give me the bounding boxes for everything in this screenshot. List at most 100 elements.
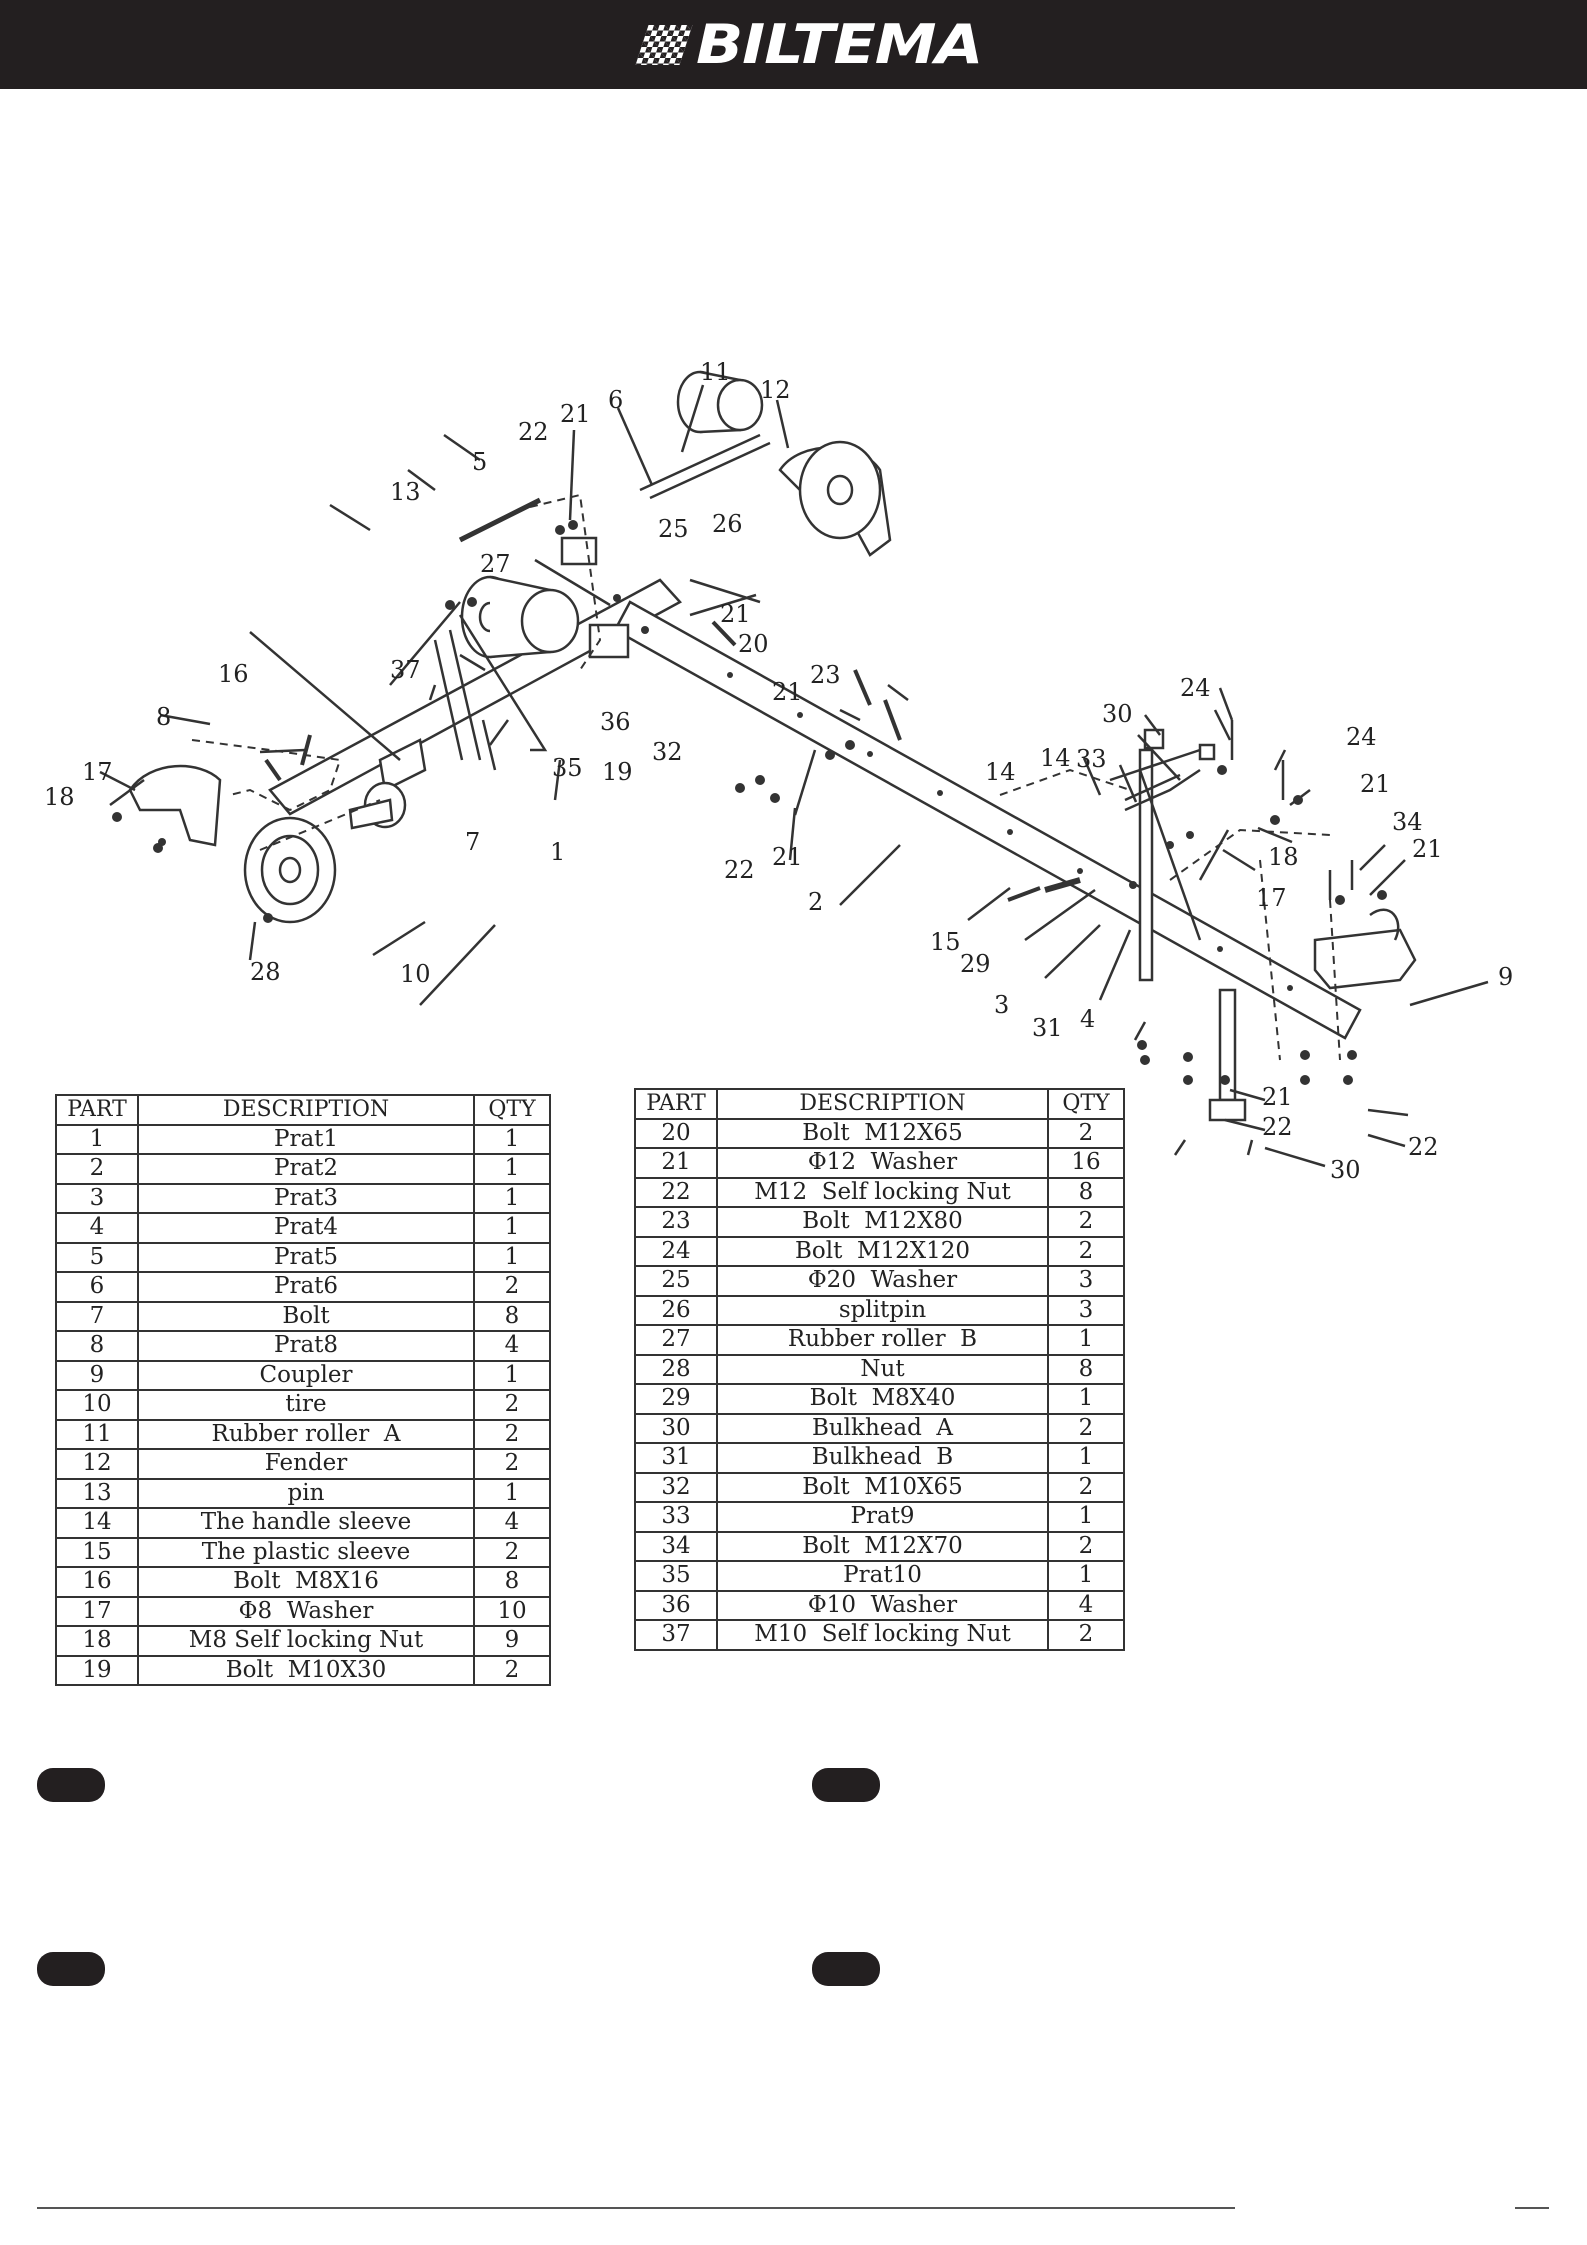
brand-name: BILTEMA bbox=[696, 13, 983, 76]
callout-21g: 21 bbox=[1262, 1083, 1293, 1111]
cell-part: 11 bbox=[55, 1418, 139, 1450]
callout-16: 16 bbox=[218, 660, 249, 688]
footer-rule bbox=[37, 2207, 1235, 2209]
cell-qty: 16 bbox=[1047, 1147, 1125, 1179]
cell-qty: 1 bbox=[473, 1212, 551, 1244]
callout-3: 3 bbox=[994, 991, 1009, 1019]
cell-qty: 1 bbox=[473, 1359, 551, 1391]
cell-description: Prat5 bbox=[137, 1241, 475, 1273]
cell-qty: 2 bbox=[1047, 1471, 1125, 1503]
cell-part: 21 bbox=[634, 1147, 718, 1179]
exploded-assembly-diagram: 1 2 3 4 5 6 7 8 9 10 11 12 13 14 14 15 1… bbox=[40, 340, 1540, 1220]
cell-qty: 2 bbox=[1047, 1530, 1125, 1562]
callout-18: 18 bbox=[44, 783, 75, 811]
cell-qty: 1 bbox=[473, 1241, 551, 1273]
callout-29: 29 bbox=[960, 950, 991, 978]
cell-part: 16 bbox=[55, 1566, 139, 1598]
cell-part: 2 bbox=[55, 1153, 139, 1185]
callout-30: 30 bbox=[1102, 700, 1133, 728]
callout-17: 17 bbox=[82, 758, 113, 786]
cell-description: The handle sleeve bbox=[137, 1507, 475, 1539]
cell-qty: 2 bbox=[1047, 1412, 1125, 1444]
callout-24: 24 bbox=[1180, 674, 1211, 702]
cell-qty: 3 bbox=[1047, 1294, 1125, 1326]
cell-qty: 2 bbox=[473, 1271, 551, 1303]
callout-18b: 18 bbox=[1268, 843, 1299, 871]
callout-34: 34 bbox=[1392, 808, 1423, 836]
table-header-row: PART DESCRIPTION QTY bbox=[634, 1088, 1125, 1120]
cell-description: Bolt M10X30 bbox=[137, 1654, 475, 1686]
cell-description: Prat8 bbox=[137, 1330, 475, 1362]
cell-description: Bolt M12X70 bbox=[716, 1530, 1049, 1562]
cell-qty: 1 bbox=[473, 1153, 551, 1185]
page-number-marker bbox=[1515, 2207, 1549, 2209]
cell-qty: 2 bbox=[473, 1418, 551, 1450]
cell-description: Bolt M12X65 bbox=[716, 1117, 1049, 1149]
cell-part: 29 bbox=[634, 1383, 718, 1415]
cell-qty: 2 bbox=[1047, 1235, 1125, 1267]
cell-qty: 4 bbox=[1047, 1589, 1125, 1621]
cell-part: 24 bbox=[634, 1235, 718, 1267]
callout-6: 6 bbox=[608, 386, 623, 414]
callout-5: 5 bbox=[472, 448, 487, 476]
cell-qty: 1 bbox=[1047, 1501, 1125, 1533]
cell-part: 28 bbox=[634, 1353, 718, 1385]
cell-description: Bolt bbox=[137, 1300, 475, 1332]
header-part: PART bbox=[634, 1088, 718, 1120]
cell-part: 9 bbox=[55, 1359, 139, 1391]
cell-description: M8 Self locking Nut bbox=[137, 1625, 475, 1657]
cell-part: 33 bbox=[634, 1501, 718, 1533]
cell-part: 26 bbox=[634, 1294, 718, 1326]
callout-21d: 21 bbox=[772, 843, 803, 871]
cell-qty: 3 bbox=[1047, 1265, 1125, 1297]
callout-24b: 24 bbox=[1346, 723, 1377, 751]
cell-qty: 2 bbox=[473, 1448, 551, 1480]
cell-description: M10 Self locking Nut bbox=[716, 1619, 1049, 1651]
cell-part: 27 bbox=[634, 1324, 718, 1356]
cell-part: 37 bbox=[634, 1619, 718, 1651]
callout-35: 35 bbox=[552, 754, 583, 782]
cell-part: 15 bbox=[55, 1536, 139, 1568]
callout-22b: 22 bbox=[724, 856, 755, 884]
cell-description: Prat10 bbox=[716, 1560, 1049, 1592]
cell-description: splitpin bbox=[716, 1294, 1049, 1326]
cell-description: pin bbox=[137, 1477, 475, 1509]
cell-part: 23 bbox=[634, 1206, 718, 1238]
cell-part: 31 bbox=[634, 1442, 718, 1474]
cell-qty: 2 bbox=[1047, 1619, 1125, 1651]
callout-31: 31 bbox=[1032, 1014, 1063, 1042]
cell-part: 6 bbox=[55, 1271, 139, 1303]
callout-37: 37 bbox=[390, 656, 421, 684]
cell-part: 3 bbox=[55, 1182, 139, 1214]
cell-part: 32 bbox=[634, 1471, 718, 1503]
language-badge bbox=[37, 1768, 105, 1802]
cell-description: Φ8 Washer bbox=[137, 1595, 475, 1627]
cell-qty: 1 bbox=[1047, 1383, 1125, 1415]
cell-description: The plastic sleeve bbox=[137, 1536, 475, 1568]
cell-qty: 2 bbox=[473, 1536, 551, 1568]
cell-description: Fender bbox=[137, 1448, 475, 1480]
callout-9: 9 bbox=[1498, 963, 1513, 991]
callout-19: 19 bbox=[602, 758, 633, 786]
cell-description: Bolt M8X40 bbox=[716, 1383, 1049, 1415]
callout-1: 1 bbox=[550, 838, 565, 866]
header-description: DESCRIPTION bbox=[716, 1088, 1049, 1120]
